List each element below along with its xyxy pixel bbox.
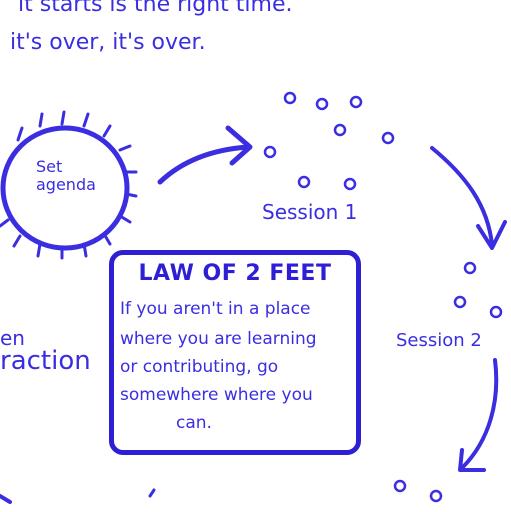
- left-fragment-1: en: [0, 326, 25, 350]
- agenda-label: Set agenda: [36, 157, 96, 194]
- arrow-agenda-to-session1: [157, 144, 251, 185]
- law-line-3: or contributing, go: [120, 357, 279, 377]
- bottom-left-mark: [0, 494, 12, 504]
- law-line-2: where you are learning: [120, 329, 317, 349]
- left-fragment-2: raction: [0, 346, 91, 376]
- session1-label: Session 1: [262, 200, 358, 224]
- people-circles: [263, 91, 503, 503]
- agenda-rays: [0, 110, 138, 260]
- bottom-mid-mark: [148, 488, 156, 498]
- law-of-two-feet-box: LAW OF 2 FEET If you aren't in a place w…: [109, 250, 361, 455]
- agenda-ellipse: [0, 125, 130, 251]
- law-line-1: If you aren't in a place: [120, 299, 311, 319]
- top-text-line-2: it's over, it's over.: [10, 30, 206, 55]
- arrow-head-3: [458, 448, 486, 472]
- arrow-session1-to-session2: [430, 146, 494, 247]
- arrow-session2-down: [460, 358, 499, 470]
- session2-label: Session 2: [396, 330, 482, 351]
- top-text-line-1: it starts is the right time.: [18, 0, 293, 17]
- law-line-4: somewhere where you: [120, 385, 313, 405]
- law-title: LAW OF 2 FEET: [138, 261, 332, 286]
- arrow-head-2: [476, 220, 507, 250]
- law-line-5: can.: [176, 413, 212, 433]
- arrow-head-1: [225, 125, 253, 166]
